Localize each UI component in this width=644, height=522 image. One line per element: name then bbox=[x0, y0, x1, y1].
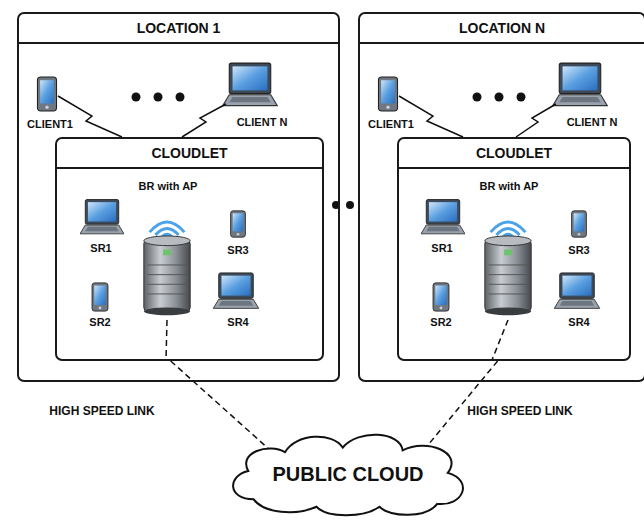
device-label: SR1 bbox=[90, 242, 111, 254]
box-heading: LOCATION N bbox=[360, 14, 644, 44]
device-label: SR2 bbox=[89, 316, 110, 328]
device-label: CLIENT1 bbox=[27, 118, 73, 130]
device-label: CLIENT N bbox=[237, 116, 288, 128]
high-speed-link bbox=[171, 361, 273, 452]
device-label: SR3 bbox=[568, 244, 589, 256]
device-label: BR with AP bbox=[139, 180, 198, 192]
device-label: BR with AP bbox=[480, 180, 539, 192]
cloud-title: PUBLIC CLOUD bbox=[222, 463, 474, 486]
device-label: CLIENT1 bbox=[368, 118, 414, 130]
cloud-shape: PUBLIC CLOUD bbox=[222, 424, 474, 518]
location-box: LOCATION N CLOUDLET bbox=[358, 12, 644, 382]
link-label: HIGH SPEED LINK bbox=[465, 404, 574, 418]
device-label: SR4 bbox=[227, 316, 248, 328]
device-label: SR4 bbox=[568, 316, 589, 328]
device-label: CLIENT N bbox=[567, 116, 618, 128]
device-label: SR1 bbox=[431, 242, 452, 254]
link-label: HIGH SPEED LINK bbox=[47, 404, 156, 418]
box-heading: CLOUDLET bbox=[57, 139, 322, 169]
device-label: SR3 bbox=[227, 244, 248, 256]
box-heading: CLOUDLET bbox=[399, 139, 629, 169]
box-heading: LOCATION 1 bbox=[19, 14, 338, 44]
location-box: LOCATION 1 CLOUDLET bbox=[17, 12, 340, 382]
device-label: SR2 bbox=[430, 316, 451, 328]
